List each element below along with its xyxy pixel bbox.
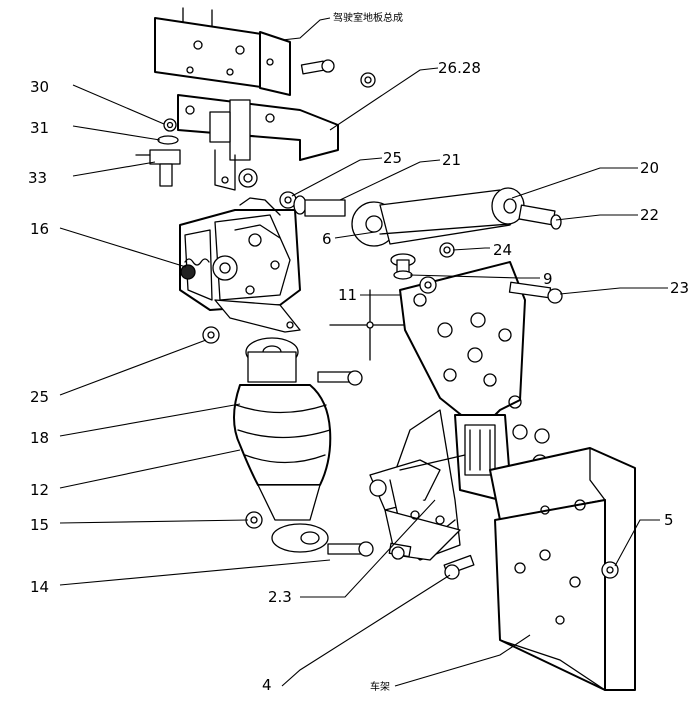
nut-30 — [163, 118, 177, 132]
bolt-top-right-1 — [300, 59, 335, 75]
nut-upper-plate — [419, 276, 437, 294]
lock-plate — [399, 261, 526, 431]
nut-15 — [245, 511, 263, 529]
note-frame: 车架 — [370, 680, 390, 693]
callout-24: 24 — [493, 241, 512, 259]
callout-21: 21 — [442, 151, 461, 169]
callout-33: 33 — [28, 169, 47, 187]
washer-31 — [157, 135, 179, 145]
callout-14: 14 — [30, 578, 49, 596]
callout-22: 22 — [640, 206, 659, 224]
callout-11: 11 — [338, 286, 357, 304]
callout-18: 18 — [30, 429, 49, 447]
bushing-22 — [518, 204, 562, 230]
frame-bracket — [489, 447, 636, 691]
nut-top-right-2 — [360, 72, 376, 88]
hook-mechanism — [369, 409, 511, 561]
callout-16: 16 — [30, 220, 49, 238]
callout-23: 23 — [670, 279, 689, 297]
bolt-lower-left — [388, 542, 412, 560]
callout-31: 31 — [30, 119, 49, 137]
nut-25-lower — [202, 326, 220, 344]
latch-assembly-16 — [179, 197, 301, 333]
callout-12: 12 — [30, 481, 49, 499]
callout-30: 30 — [30, 78, 49, 96]
link-rod-20 — [293, 187, 525, 247]
callout-9: 9 — [543, 270, 553, 288]
callout-20: 20 — [640, 159, 659, 177]
bolt-23 — [508, 281, 563, 304]
bolt-18 — [317, 370, 363, 386]
center-axis-mark — [329, 289, 406, 361]
nut-24 — [439, 242, 455, 258]
bolt-14 — [327, 541, 374, 557]
nut-5 — [601, 561, 619, 579]
callout-5: 5 — [664, 511, 674, 529]
cab-floor-bracket — [154, 7, 339, 191]
callout-4: 4 — [262, 676, 272, 694]
callout-6: 6 — [322, 230, 332, 248]
callout-25-lower: 25 — [30, 388, 49, 406]
callout-26-28: 26.28 — [438, 59, 481, 77]
callout-2-3: 2.3 — [268, 588, 292, 606]
leader-lines — [59, 17, 668, 687]
callout-15: 15 — [30, 516, 49, 534]
air-spring-12 — [233, 337, 332, 553]
callout-25-upper: 25 — [383, 149, 402, 167]
note-cab-floor: 驾驶室地板总成 — [333, 11, 403, 24]
sensor-33 — [135, 149, 181, 187]
